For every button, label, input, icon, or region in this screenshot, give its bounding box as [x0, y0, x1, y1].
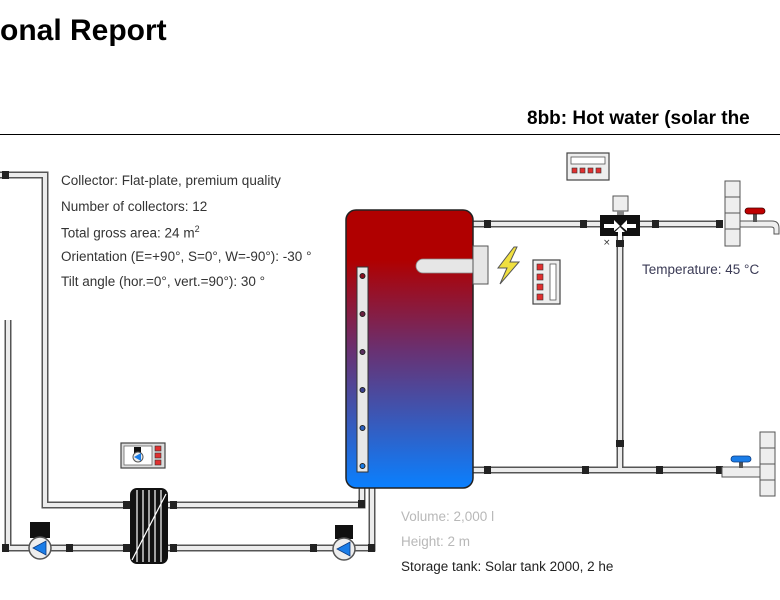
mixing-valve-icon: × — [600, 195, 640, 248]
collector-area: Total gross area: 24 m2 — [61, 224, 200, 241]
solar-pump-icon — [28, 522, 52, 560]
collector-area-sup: 2 — [194, 224, 200, 234]
tank-model: Storage tank: Solar tank 2000, 2 he — [401, 559, 614, 574]
heater-controller-icon — [532, 259, 561, 305]
tank-pump-icon — [332, 525, 356, 561]
mixing-controller-icon — [566, 152, 610, 181]
electric-heater-icon — [415, 245, 489, 285]
collector-area-text: Total gross area: 24 m — [61, 225, 195, 241]
divider — [0, 134, 780, 135]
tank-height: Height: 2 m — [401, 534, 471, 549]
solar-controller-icon — [120, 442, 166, 469]
collector-orientation: Orientation (E=+90°, S=0°, W=-90°): -30 … — [61, 249, 312, 264]
pipes — [0, 171, 723, 552]
collector-count: Number of collectors: 12 — [61, 199, 208, 214]
collector-type: Collector: Flat-plate, premium quality — [61, 173, 281, 188]
collector-tilt: Tilt angle (hor.=0°, vert.=90°): 30 ° — [61, 274, 266, 289]
lightning-icon — [496, 246, 521, 285]
hot-water-tap-icon — [724, 180, 780, 247]
storage-tank — [345, 209, 474, 489]
page-title: onal Report — [0, 14, 167, 47]
cold-water-tap-icon — [721, 431, 776, 497]
tank-volume: Volume: 2,000 l — [401, 509, 495, 524]
heat-exchanger-icon — [130, 488, 168, 564]
hot-water-temperature: Temperature: 45 °C — [642, 262, 760, 277]
svg-text:×: × — [603, 238, 611, 248]
section-title: 8bb: Hot water (solar the — [527, 108, 750, 129]
